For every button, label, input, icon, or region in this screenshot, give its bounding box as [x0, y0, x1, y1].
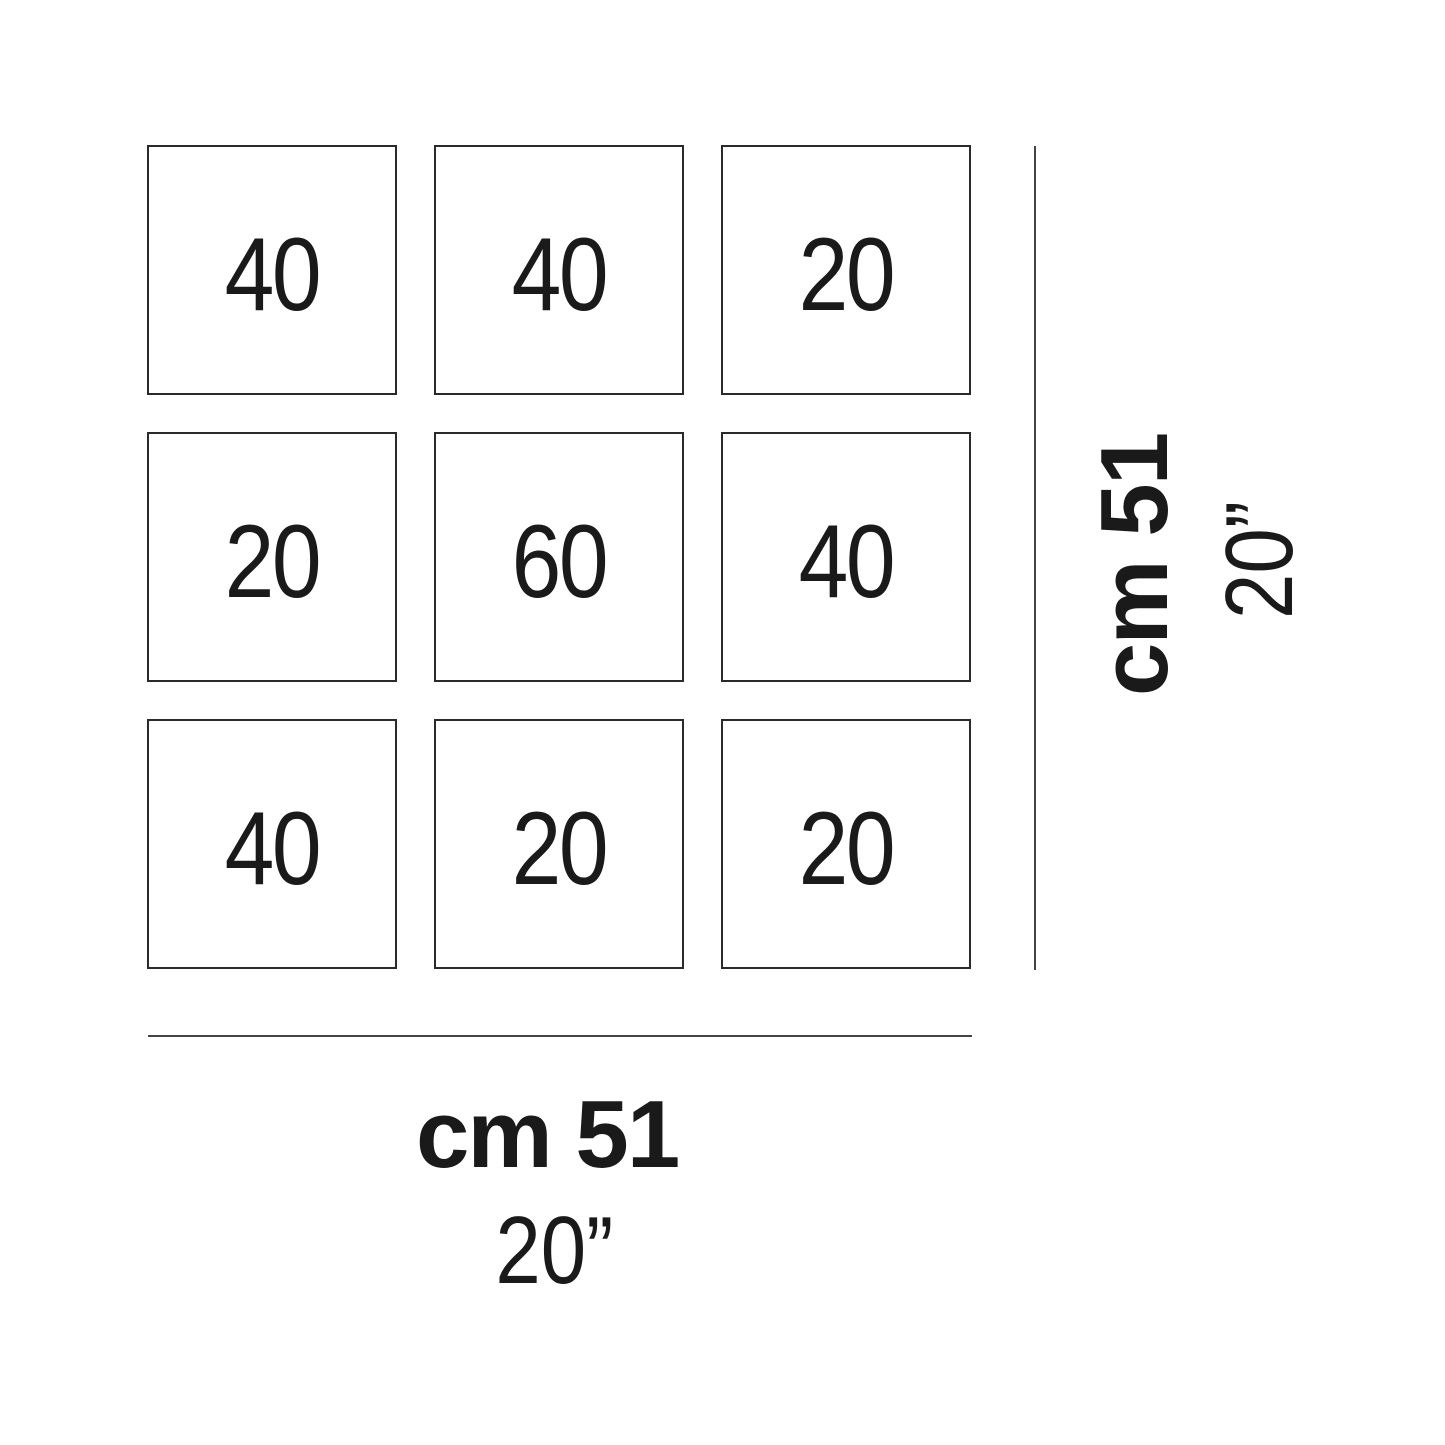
- height-imperial-label: 20”: [1206, 501, 1313, 619]
- width-metric-label: cm 51: [416, 1081, 680, 1188]
- tile-label: 20: [798, 216, 896, 333]
- tile-label: 60: [511, 503, 609, 620]
- tile-label: 40: [798, 503, 896, 620]
- tile: 60: [434, 432, 684, 682]
- width-dimension-line: [148, 1035, 972, 1037]
- tile: 20: [721, 145, 971, 395]
- tile-label: 20: [511, 790, 609, 907]
- tile: 40: [434, 145, 684, 395]
- height-metric-label: cm 51: [1081, 433, 1188, 697]
- height-dimension-line: [1034, 146, 1036, 970]
- tile: 20: [147, 432, 397, 682]
- tile-label: 40: [224, 216, 322, 333]
- tile-label: 20: [224, 503, 322, 620]
- width-imperial-label: 20”: [495, 1197, 614, 1304]
- tile: 20: [434, 719, 684, 969]
- tile-label: 40: [511, 216, 609, 333]
- tile: 40: [147, 145, 397, 395]
- tile: 40: [721, 432, 971, 682]
- tile-label: 20: [798, 790, 896, 907]
- tile-label: 40: [224, 790, 322, 907]
- tile: 40: [147, 719, 397, 969]
- tile: 20: [721, 719, 971, 969]
